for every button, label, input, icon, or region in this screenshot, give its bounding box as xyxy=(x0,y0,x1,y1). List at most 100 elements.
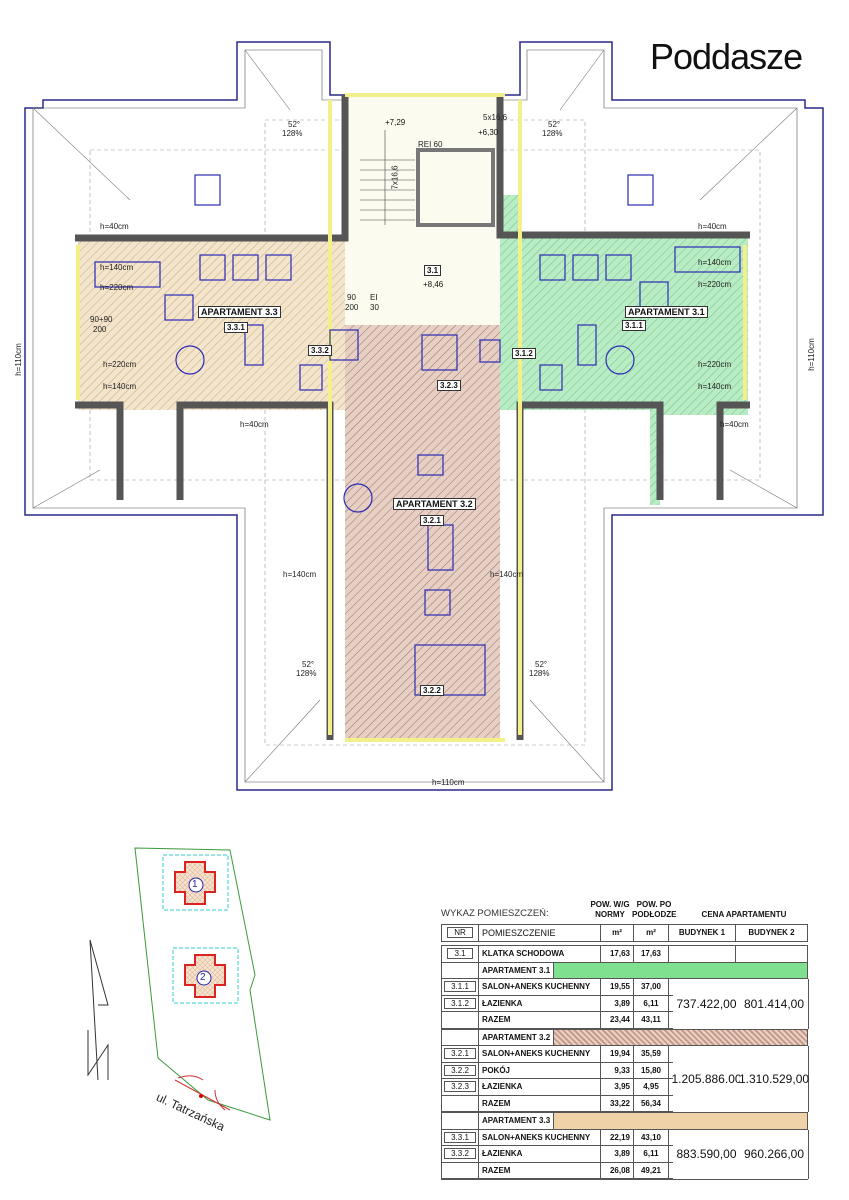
apartment-header-row: APARTAMENT 3.2 xyxy=(441,1029,808,1046)
height-label: h=40cm xyxy=(240,420,269,429)
height-label: h=140cm xyxy=(698,382,732,391)
roof-slope: 128% xyxy=(296,669,317,678)
roof-slope: 52° xyxy=(535,660,548,669)
row-floor: 35,59 xyxy=(634,1046,669,1062)
apartment-name: APARTAMENT 3.3 xyxy=(479,1113,555,1129)
row-name: SALON+ANEKS KUCHENNY xyxy=(479,979,601,995)
row-name: RAZEM xyxy=(479,1162,601,1178)
row-name: KLATKA SCHODOWA xyxy=(479,946,601,962)
header-b2: BUDYNEK 2 xyxy=(736,925,808,941)
building-2-marker: 2 xyxy=(200,972,206,983)
room-label: 3.1.1 xyxy=(622,320,646,331)
row-nr: 3.2.1 xyxy=(444,1048,476,1060)
height-label: h=40cm xyxy=(720,420,749,429)
apartment-3-1-area xyxy=(500,195,748,505)
apartment-3-2-area xyxy=(345,325,500,740)
row-name: SALON+ANEKS KUCHENNY xyxy=(479,1129,601,1145)
row-norm: 19,94 xyxy=(601,1046,634,1062)
room-label: 3.2.2 xyxy=(420,685,444,696)
height-label: h=140cm xyxy=(698,258,732,267)
roof-slope: 52° xyxy=(302,660,315,669)
row-name: SALON+ANEKS KUCHENNY xyxy=(479,1046,601,1062)
building-1-marker: 1 xyxy=(192,879,198,890)
height-label: h=220cm xyxy=(698,280,732,289)
table-heading: WYKAZ POMIESZCZEŃ: xyxy=(441,908,549,919)
row-nr: 3.3.1 xyxy=(444,1131,476,1143)
row-norm: 23,44 xyxy=(601,1012,634,1028)
sheet-title: Poddasze xyxy=(650,36,803,77)
row-name: RAZEM xyxy=(479,1095,601,1111)
row-floor: 43,10 xyxy=(634,1129,669,1145)
col-price-label: CENA APARTAMENTU xyxy=(701,910,787,919)
row-floor: 43,11 xyxy=(634,1012,669,1028)
fire-rating-label: REI 60 xyxy=(418,140,443,149)
room-label: 3.2.3 xyxy=(437,380,461,391)
apartment-header-row: APARTAMENT 3.3 xyxy=(441,1113,808,1130)
row-floor: 37,00 xyxy=(634,979,669,995)
roof-slope: 128% xyxy=(542,129,563,138)
north-arrow-icon xyxy=(87,939,109,1081)
col-floor-label: POW. PO xyxy=(636,900,672,909)
apartment-name: APARTAMENT 3.1 xyxy=(479,962,555,978)
height-label: h=140cm xyxy=(103,382,137,391)
room-label: 3.1.2 xyxy=(512,348,536,359)
row-norm: 3,89 xyxy=(601,1146,634,1162)
door-label: EI xyxy=(370,293,378,302)
row-norm: 3,95 xyxy=(601,1079,634,1095)
header-b1: BUDYNEK 1 xyxy=(669,925,736,941)
apartment-color-swatch xyxy=(554,1029,807,1045)
height-label: h=40cm xyxy=(100,222,129,231)
room-label: 3.1 xyxy=(424,265,442,276)
header-room: POMIESZCZENIE xyxy=(479,925,601,941)
row-name: RAZEM xyxy=(479,1012,601,1028)
col-norm-label: POW. W/G xyxy=(590,900,630,909)
height-label: h=110cm xyxy=(806,338,816,371)
apartment-color-swatch xyxy=(554,1113,807,1129)
row-norm: 22,19 xyxy=(601,1129,634,1145)
row-floor: 4,95 xyxy=(634,1079,669,1095)
height-label: h=110cm xyxy=(432,778,465,787)
apartment-3-2-label: APARTAMENT 3.2 xyxy=(393,498,476,510)
row-norm: 19,55 xyxy=(601,979,634,995)
header-unit: m² xyxy=(634,925,669,941)
door-label: 30 xyxy=(370,303,379,312)
price-building-2: 1.310.529,00 xyxy=(739,1046,809,1112)
table-body: 3.1 KLATKA SCHODOWA 17,63 17,63 APARTAME… xyxy=(441,945,809,1180)
table-row: 3.1 KLATKA SCHODOWA 17,63 17,63 xyxy=(441,946,808,963)
header-nr: NR xyxy=(447,927,473,939)
row-floor: 56,34 xyxy=(634,1095,669,1111)
row-floor: 15,80 xyxy=(634,1062,669,1078)
row-floor: 6,11 xyxy=(634,1146,669,1162)
price-building-1: 883.590,00 xyxy=(673,1129,741,1179)
apartment-3-3-label: APARTAMENT 3.3 xyxy=(198,306,281,318)
row-name: ŁAZIENKA xyxy=(479,1146,601,1162)
height-label: h=220cm xyxy=(103,360,137,369)
row-floor: 17,63 xyxy=(634,946,669,962)
row-floor: 6,11 xyxy=(634,995,669,1011)
height-label: h=40cm xyxy=(698,222,727,231)
col-floor-label: PODŁODZE xyxy=(632,910,677,919)
height-label: h=140cm xyxy=(490,570,524,579)
door-label: 200 xyxy=(345,303,359,312)
row-norm: 3,89 xyxy=(601,995,634,1011)
price-building-2: 960.266,00 xyxy=(740,1129,809,1179)
apartment-3-3-area xyxy=(78,240,345,410)
row-norm: 17,63 xyxy=(601,946,634,962)
room-label: 3.3.2 xyxy=(308,345,332,356)
row-nr: 3.3.2 xyxy=(444,1148,476,1160)
row-nr: 3.2.2 xyxy=(444,1064,476,1076)
site-plan xyxy=(134,847,271,1121)
col-norm-label: NORMY xyxy=(595,910,625,919)
stair-label: 5x16,6 xyxy=(483,113,508,122)
row-name: ŁAZIENKA xyxy=(479,1079,601,1095)
room-label: 3.2.1 xyxy=(420,515,444,526)
header-unit: m² xyxy=(601,925,634,941)
door-label: 90 xyxy=(347,293,356,302)
row-norm: 26,08 xyxy=(601,1162,634,1178)
level-mark: +7,29 xyxy=(385,118,406,127)
stair-label: 7x16,6 xyxy=(390,165,400,190)
